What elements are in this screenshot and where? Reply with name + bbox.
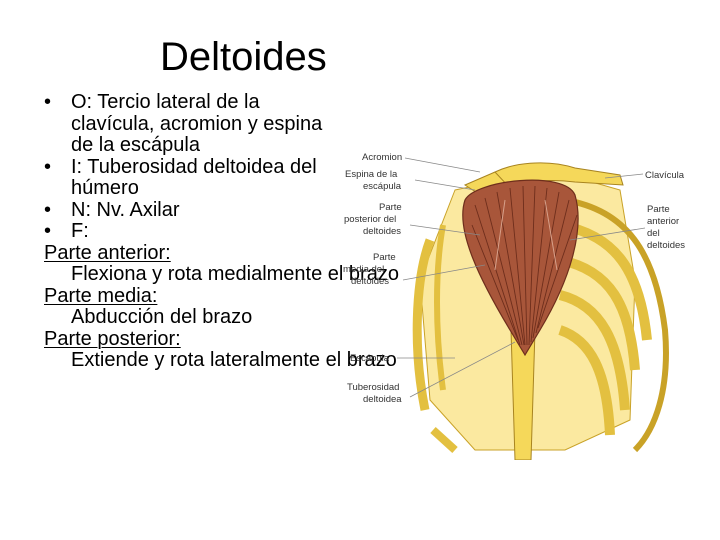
function-text: Flexiona y rota medialmente el brazo bbox=[71, 263, 399, 285]
label-acromion: Acromion bbox=[362, 152, 402, 163]
bullet-insertion: • I: Tuberosidad deltoidea del húmero bbox=[44, 155, 344, 200]
function-anterior: Parte anterior: Flexiona y rota medialme… bbox=[44, 241, 399, 286]
function-text: Abducción del brazo bbox=[71, 306, 253, 328]
function-heading: Parte anterior: bbox=[44, 241, 171, 264]
label-tuberosidad-1: Tuberosidad bbox=[347, 382, 399, 393]
label-escapula: Escápula bbox=[350, 353, 390, 364]
label-anterior-4: deltoides bbox=[647, 240, 685, 251]
label-anterior-1: Parte bbox=[647, 204, 670, 215]
leader-lines bbox=[397, 157, 646, 398]
bullet-nerve: • N: Nv. Axilar bbox=[44, 198, 344, 222]
bullet-text: F: bbox=[71, 220, 89, 242]
slide-title: Deltoides bbox=[160, 35, 327, 79]
function-posterior: Parte posterior: Extiende y rota lateral… bbox=[44, 327, 397, 372]
deltoid-anatomy-figure: Acromion Espina de la escápula Parte pos… bbox=[343, 152, 685, 460]
function-heading: Parte posterior: bbox=[44, 327, 181, 350]
label-media-3: deltoides bbox=[351, 276, 389, 287]
bullet-text: N: Nv. Axilar bbox=[71, 198, 180, 221]
label-espina-2: escápula bbox=[363, 181, 402, 192]
label-posterior-2: posterior del bbox=[344, 214, 396, 225]
bullet-dot: • bbox=[44, 91, 52, 113]
bullet-dot: • bbox=[44, 198, 52, 221]
content-list: • O: Tercio lateral de la clavícula, acr… bbox=[44, 91, 399, 372]
bullet-text: I: Tuberosidad deltoidea del húmero bbox=[71, 155, 317, 199]
label-tuberosidad-2: deltoidea bbox=[363, 394, 402, 405]
function-media: Parte media: Abducción del brazo bbox=[44, 284, 344, 329]
function-text: Extiende y rota lateralmente el brazo bbox=[71, 349, 397, 371]
figure-labels: Acromion Espina de la escápula Parte pos… bbox=[343, 152, 685, 405]
bullet-function: • F: bbox=[44, 220, 344, 243]
bullet-dot: • bbox=[44, 155, 52, 178]
bullet-text: O: Tercio lateral de la clavícula, acrom… bbox=[71, 91, 323, 156]
deltoid-muscle-illustration bbox=[462, 179, 579, 357]
function-heading: Parte media: bbox=[44, 284, 158, 307]
label-media-2: media del bbox=[343, 264, 384, 275]
label-anterior-2: anterior bbox=[647, 216, 679, 227]
label-anterior-3: del bbox=[647, 228, 660, 239]
label-clavicula: Clavícula bbox=[645, 170, 685, 181]
label-espina-1: Espina de la bbox=[345, 169, 398, 180]
bullet-dot: • bbox=[44, 220, 52, 242]
label-media-1: Parte bbox=[373, 252, 396, 263]
label-posterior-3: deltoides bbox=[363, 226, 401, 237]
bullet-origin: • O: Tercio lateral de la clavícula, acr… bbox=[44, 91, 344, 157]
label-posterior-1: Parte bbox=[379, 202, 402, 213]
